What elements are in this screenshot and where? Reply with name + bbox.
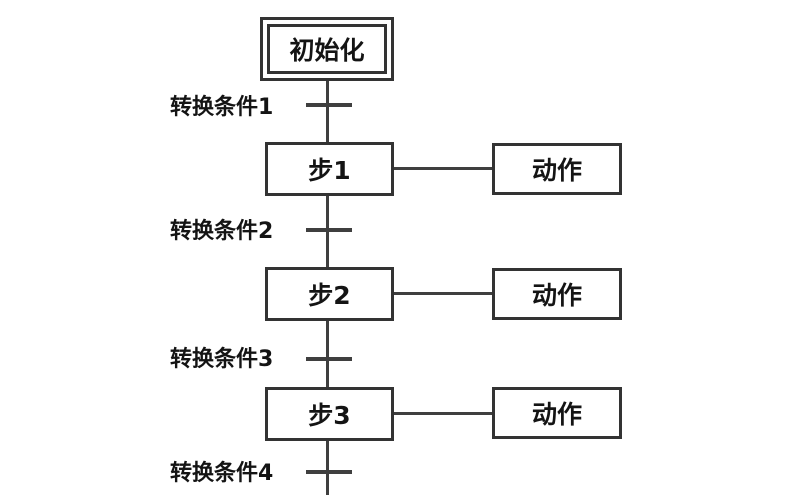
step-label-3: 步3 bbox=[308, 401, 351, 430]
transition-tick-4 bbox=[306, 470, 352, 474]
transition-label-4: 转换条件4 bbox=[170, 461, 274, 486]
action-box-1: 动作 bbox=[492, 143, 622, 195]
action-label-3: 动作 bbox=[531, 400, 582, 429]
connector-line-2 bbox=[394, 292, 492, 295]
action-label-1: 动作 bbox=[531, 156, 582, 185]
step-box-2: 步2 bbox=[265, 267, 394, 321]
action-label-2: 动作 bbox=[531, 281, 582, 310]
connector-line-1 bbox=[394, 167, 492, 170]
step-label-1: 步1 bbox=[308, 156, 351, 185]
step-label-2: 步2 bbox=[308, 281, 351, 310]
transition-tick-2 bbox=[306, 228, 352, 232]
action-box-2: 动作 bbox=[492, 268, 622, 320]
transition-tick-3 bbox=[306, 357, 352, 361]
step-box-3: 步3 bbox=[265, 387, 394, 441]
action-box-3: 动作 bbox=[492, 387, 622, 439]
initial-step-label: 初始化 bbox=[267, 24, 387, 74]
initial-step-box: 初始化 bbox=[260, 17, 394, 81]
step-box-1: 步1 bbox=[265, 142, 394, 196]
transition-label-1: 转换条件1 bbox=[170, 95, 274, 120]
connector-line-3 bbox=[394, 412, 492, 415]
transition-tick-1 bbox=[306, 103, 352, 107]
transition-label-3: 转换条件3 bbox=[170, 347, 274, 372]
transition-label-2: 转换条件2 bbox=[170, 219, 274, 244]
